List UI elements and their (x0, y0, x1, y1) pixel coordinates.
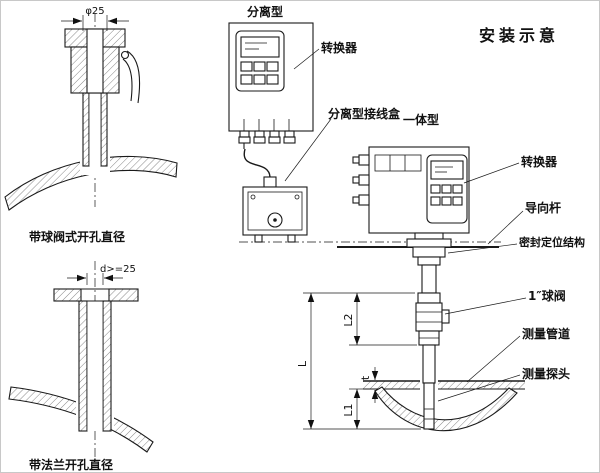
dim-phi25: φ25 (85, 6, 104, 17)
label-converter-remote: 转换器 (321, 40, 358, 55)
leader-lines (284, 48, 527, 402)
junction-box-drawing (242, 176, 308, 243)
tube-wall-right (100, 92, 108, 167)
coupling-nut (417, 292, 441, 304)
cable-gland-icons (352, 154, 370, 206)
integrated-transmitter-drawing (352, 146, 470, 248)
seal-positioning-structure (412, 246, 446, 258)
terminal-block (374, 154, 422, 172)
ball-valve-body (415, 302, 443, 332)
dim-L2: L2 (342, 313, 355, 326)
mounting-neck (414, 232, 444, 240)
pipe-bottom-wall (374, 386, 518, 432)
screw-icon (294, 194, 300, 200)
pipe-wall-section (8, 386, 154, 453)
caption-ball-valve-opening: 带球阀式开孔直径 (29, 229, 125, 244)
probe-shaft (422, 344, 436, 384)
remote-transmitter-drawing (228, 22, 314, 178)
label-measuring-pipe: 测量管道 (522, 326, 570, 341)
tube-wall-right (102, 300, 112, 432)
label-junction-box: 分离型接线盒 (328, 106, 401, 121)
flange-plate-right (108, 288, 139, 302)
page-title: 安装示意 (479, 26, 559, 45)
guide-rod-upper (421, 264, 437, 294)
label-converter-integrated: 转换器 (521, 154, 558, 169)
dim-L: L (296, 360, 309, 367)
label-separate-type: 分离型 (247, 4, 283, 19)
keypad-buttons (240, 61, 279, 85)
screw-icon (250, 194, 256, 200)
caption-flange-opening: 带法兰开孔直径 (29, 457, 113, 472)
flange-plate-left (53, 288, 82, 302)
keypad-buttons (430, 184, 463, 206)
display-screen (240, 36, 280, 58)
tube-wall-left (82, 92, 90, 167)
dim-L1: L1 (342, 403, 355, 416)
dimension-lines (303, 292, 421, 430)
label-seal-structure: 密封定位结构 (519, 235, 585, 249)
cable-entry-icon (267, 212, 283, 228)
measuring-probe-tip (423, 382, 435, 430)
probe-assembly-drawing (412, 246, 450, 430)
valve-handle-icon (126, 50, 141, 104)
flange-fitting-drawing (8, 261, 154, 457)
pipe-wall-section (4, 155, 178, 211)
cable-gland-icon (263, 176, 277, 188)
dim-d25: d>=25 (100, 264, 136, 275)
label-integrated-type: 一体型 (403, 112, 439, 127)
tube-wall-left (78, 300, 88, 432)
label-guide-rod: 导向杆 (525, 200, 561, 215)
mounting-flange (406, 238, 452, 248)
label-measuring-probe: 测量探头 (522, 366, 570, 381)
handle-pivot-icon (120, 50, 130, 60)
label-ball-valve: 1″球阀 (528, 288, 566, 303)
display-screen (430, 160, 464, 180)
measuring-pipe-drawing (363, 379, 525, 432)
connection-cable (243, 148, 271, 178)
cable-gland-icons (238, 130, 296, 149)
dim-t: t (359, 375, 372, 380)
ball-valve-fitting-drawing (4, 13, 178, 211)
